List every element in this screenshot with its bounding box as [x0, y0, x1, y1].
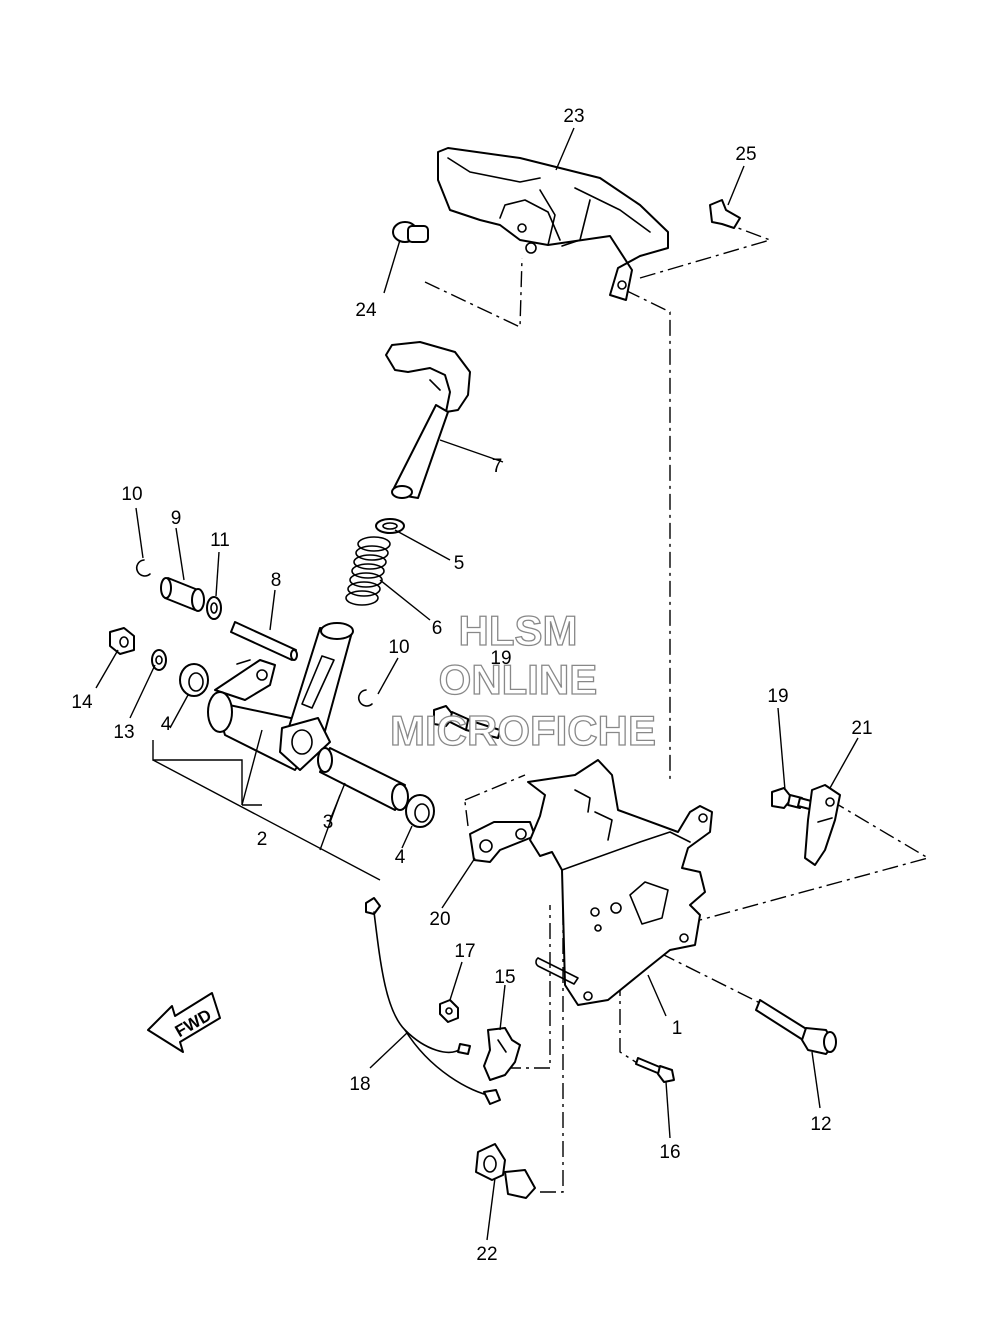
callout-21: 21	[851, 718, 872, 739]
callout-19-left: 19	[490, 648, 511, 669]
callout-14: 14	[71, 692, 93, 713]
callouts: 23 25 24 7 5 6 8 10 9 11 14 13 4 10 19 2…	[71, 106, 872, 1265]
part-20-clamp	[469, 821, 536, 863]
callout-4-right: 4	[395, 847, 406, 868]
callout-23: 23	[563, 106, 584, 127]
assembly-lines	[424, 227, 930, 1193]
callout-9: 9	[171, 508, 182, 529]
part-7-lever	[385, 341, 471, 499]
fwd-arrow-icon: FWD	[147, 992, 221, 1053]
part-4-bushing-left	[179, 663, 209, 697]
part-13-washer	[151, 649, 167, 671]
callout-1: 1	[672, 1018, 683, 1039]
part-5-washer	[375, 518, 405, 534]
callout-15: 15	[494, 967, 515, 988]
callout-8: 8	[271, 570, 282, 591]
callout-4-left: 4	[161, 714, 172, 735]
part-17-nut	[439, 999, 459, 1023]
part-24-grommet	[392, 221, 429, 243]
part-9-collar	[160, 577, 205, 612]
part-4-bushing-right	[405, 794, 435, 828]
part-14-nut	[109, 627, 135, 655]
part-12-bolt	[755, 999, 837, 1055]
part-10-clip-lower	[357, 689, 373, 707]
callout-16: 16	[659, 1142, 680, 1163]
watermark-line-3: MICROFICHE	[390, 707, 656, 754]
watermark-line-1: HLSM	[459, 607, 578, 654]
callout-17: 17	[454, 941, 475, 962]
part-15-switch	[483, 1027, 521, 1081]
part-6-spring	[345, 536, 391, 606]
part-25-rivet	[709, 199, 741, 229]
part-1-bracket	[527, 759, 713, 1006]
callout-10-upper: 10	[121, 484, 142, 505]
callout-24: 24	[355, 300, 377, 321]
part-2-shaft-assembly	[207, 622, 354, 771]
part-16-screw	[635, 1057, 675, 1083]
callout-19-right: 19	[767, 686, 788, 707]
part-23-cover	[437, 147, 669, 301]
callout-7: 7	[492, 456, 503, 477]
callout-20: 20	[429, 909, 450, 930]
part-8-pin	[230, 621, 298, 661]
callout-22: 22	[476, 1244, 497, 1265]
callout-3: 3	[323, 812, 334, 833]
part-11-washer	[206, 596, 222, 620]
leader-lines	[95, 127, 859, 1241]
part-18-lead	[365, 897, 501, 1105]
watermark: HLSM ONLINE MICROFICHE	[389, 606, 656, 754]
part-10-clip-upper	[135, 559, 151, 577]
callout-13: 13	[113, 722, 134, 743]
callout-25: 25	[735, 144, 756, 165]
callout-6: 6	[432, 618, 443, 639]
part-21-plate	[804, 784, 841, 866]
spring-clip	[535, 957, 579, 985]
part-19-bolt-right	[771, 787, 816, 811]
part-3-collar	[317, 747, 409, 811]
watermark-line-2: ONLINE	[439, 656, 598, 703]
callout-18: 18	[349, 1074, 370, 1095]
callout-12: 12	[810, 1114, 831, 1135]
part-22-clamp	[475, 1143, 536, 1199]
callout-5: 5	[454, 553, 465, 574]
part-19-bolt-left	[433, 705, 501, 739]
callout-10-lower: 10	[388, 637, 409, 658]
callout-2: 2	[257, 829, 268, 850]
callout-11: 11	[210, 530, 230, 551]
